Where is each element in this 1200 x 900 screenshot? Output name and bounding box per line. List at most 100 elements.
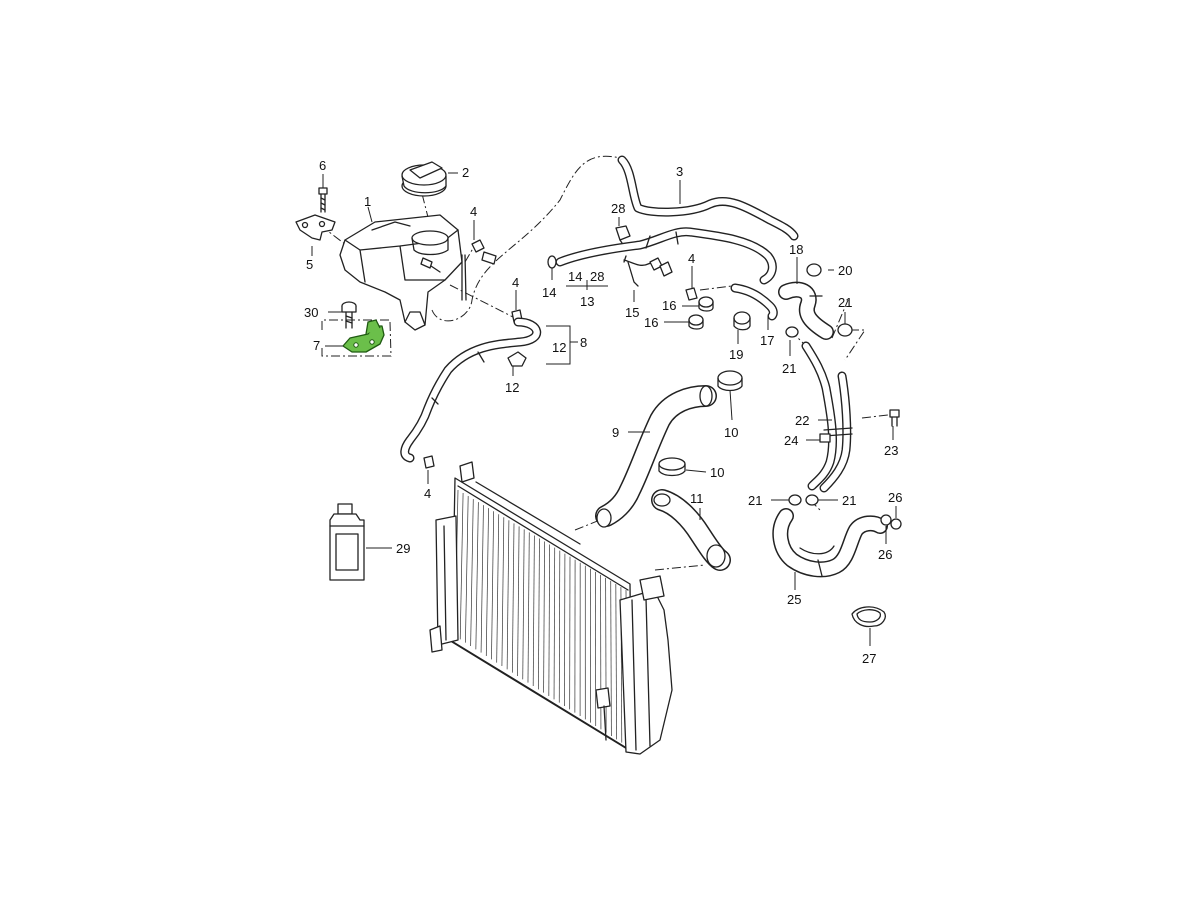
coolant-bottle-29 [329,503,365,581]
radiator-fin [527,532,530,683]
radiator-fins [454,489,628,747]
radiator-fin [522,529,525,680]
callout-26: 26 [888,490,902,505]
callout-14: 14 [568,269,582,284]
callout-10: 10 [710,465,724,480]
radiator-fin [532,535,535,687]
callout-4: 4 [470,204,477,219]
bracket-5 [295,214,336,241]
clamp-16a [698,296,714,312]
callout-1: 1 [364,194,371,209]
radiator-fin [553,547,556,700]
cap-26b [880,514,892,526]
radiator-fin [475,502,479,650]
radiator-fin [517,526,520,677]
clamp-21b [785,326,799,338]
radiator-fin [465,496,469,643]
callout-5: 5 [306,257,313,272]
radiator-fin [485,508,489,657]
radiator-hose-9 [595,385,717,528]
callout-19: 19 [729,347,743,362]
radiator [429,461,673,755]
callout-29: 29 [396,541,410,556]
callout-23: 23 [884,443,898,458]
wiring-15 [623,255,673,287]
radiator-fin [496,514,500,663]
cap-20 [806,263,822,277]
callout-24: 24 [784,433,798,448]
callout-13: 13 [580,294,594,309]
tank-cap [401,161,447,197]
callout-25: 25 [787,592,801,607]
callout-30: 30 [304,305,318,320]
callout-4: 4 [424,486,431,501]
callout-16: 16 [644,315,658,330]
mounting-bracket-7-highlighted [342,319,385,353]
radiator-fin [480,505,484,653]
fitting-4c [685,287,698,301]
seal-27 [851,606,886,628]
callout-17: 17 [760,333,774,348]
hose-3 [617,155,799,241]
callout-20: 20 [838,263,852,278]
hose-25 [772,508,888,578]
radiator-fin [511,523,515,673]
callout-27: 27 [862,651,876,666]
hose-13 [555,227,777,285]
callout-14: 14 [542,285,556,300]
clamp-10b [658,457,686,477]
radiator-fin [506,520,510,670]
callout-4: 4 [688,251,695,266]
cap-26a [890,518,902,530]
callout-21: 21 [842,493,856,508]
clip-12 [507,351,527,367]
callout-12: 12 [505,380,519,395]
radiator-fin [548,544,550,697]
expansion-tank [339,214,467,331]
callout-28: 28 [590,269,604,284]
callout-15: 15 [625,305,639,320]
callout-21: 21 [748,493,762,508]
radiator-fin [491,511,494,660]
callout-12: 12 [552,340,566,355]
radiator-fin [501,517,505,667]
radiator-fin [538,538,540,690]
clip-14 [547,255,557,269]
radiator-fin [470,499,474,647]
callout-4: 4 [512,275,519,290]
callout-22: 22 [795,413,809,428]
clamp-21c [788,494,802,506]
callout-10: 10 [724,425,738,440]
radiator-fin [615,583,617,740]
callout-6: 6 [319,158,326,173]
callout-11: 11 [690,491,704,506]
bolt-30 [341,301,357,329]
callout-9: 9 [612,425,619,440]
radiator-fin [459,493,464,640]
leader-lines [311,172,897,646]
pipes-22 [801,341,853,493]
clamp-16b [688,314,704,330]
clamp-19 [733,311,751,331]
callout-8: 8 [580,335,587,350]
clip-24 [819,433,831,443]
hose-18 [778,281,834,340]
callout-16: 16 [662,298,676,313]
callout-28: 28 [611,201,625,216]
callout-21: 21 [782,361,796,376]
radiator-fin [610,580,612,737]
hose-17 [730,283,778,321]
bolt-23 [889,409,900,427]
callout-labels: 1 2 3 4 4 4 4 5 6 7 8 9 10 10 11 12 12 1… [304,158,902,666]
fitting-4d [423,455,435,469]
callout-7: 7 [313,338,320,353]
callout-18: 18 [789,242,803,257]
clamp-10a [717,370,743,392]
radiator-fin [558,550,561,703]
clamp-21a [837,323,853,337]
bolt-6 [318,187,328,213]
callout-2: 2 [462,165,469,180]
clamp-21d [805,494,819,506]
